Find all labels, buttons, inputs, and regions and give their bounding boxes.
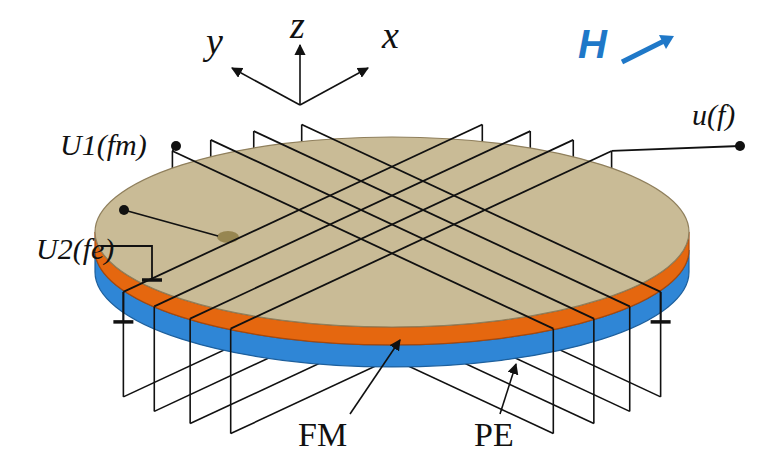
coil-side-wire: [153, 306, 155, 411]
coil-side-wire: [629, 306, 631, 411]
terminal-dot: [171, 141, 181, 151]
axes: [232, 45, 368, 105]
coil-top: [123, 125, 660, 329]
coil-top-wire: [190, 140, 573, 319]
top-electrode: [95, 137, 689, 327]
signal-label: U1(fm): [60, 130, 147, 160]
axis-label: z: [290, 6, 305, 44]
coil-side-wire: [230, 329, 232, 434]
composite-disc: [95, 137, 689, 367]
coil-top-wire: [172, 151, 553, 329]
terminal-dot: [119, 205, 129, 215]
coil-top-wire: [154, 131, 530, 306]
coil-side-wire: [123, 292, 125, 397]
u-lead: [612, 146, 740, 151]
field-arrow: [622, 40, 666, 62]
coil-side-wire: [593, 319, 595, 424]
ground-lead: [660, 292, 662, 322]
u2-lead: [124, 210, 218, 236]
coil-top-wire: [254, 131, 630, 306]
coil-top-wire: [231, 151, 612, 329]
signal-label: U2(fe): [36, 234, 114, 264]
ground-lead: [122, 292, 124, 322]
axis-arrow: [232, 68, 300, 105]
axis-arrow: [300, 68, 368, 105]
signal-label: u(f): [692, 100, 735, 130]
terminal-dot: [735, 141, 745, 151]
coil-side-wire: [660, 292, 662, 397]
axis-label: y: [206, 22, 223, 60]
leader-line: [350, 340, 400, 414]
layer-label: FM: [298, 418, 347, 452]
axis-label: x: [382, 16, 399, 54]
contact-dot: [217, 231, 239, 243]
coil-front: [123, 292, 660, 434]
ground-symbol: [113, 320, 133, 324]
terminals: [101, 141, 745, 322]
coil-side-wire: [553, 329, 555, 434]
field-label: H: [578, 24, 607, 64]
axis-arrow: [299, 45, 301, 105]
layer-label: PE: [474, 418, 514, 452]
leader-line: [500, 364, 516, 414]
ground-symbol: [651, 320, 671, 324]
ground-symbol: [142, 278, 162, 282]
field-arrow-head: [659, 35, 674, 49]
coil-top-wire: [302, 125, 661, 292]
coil-side-wire: [189, 319, 191, 424]
coil-top-wire: [211, 140, 594, 319]
